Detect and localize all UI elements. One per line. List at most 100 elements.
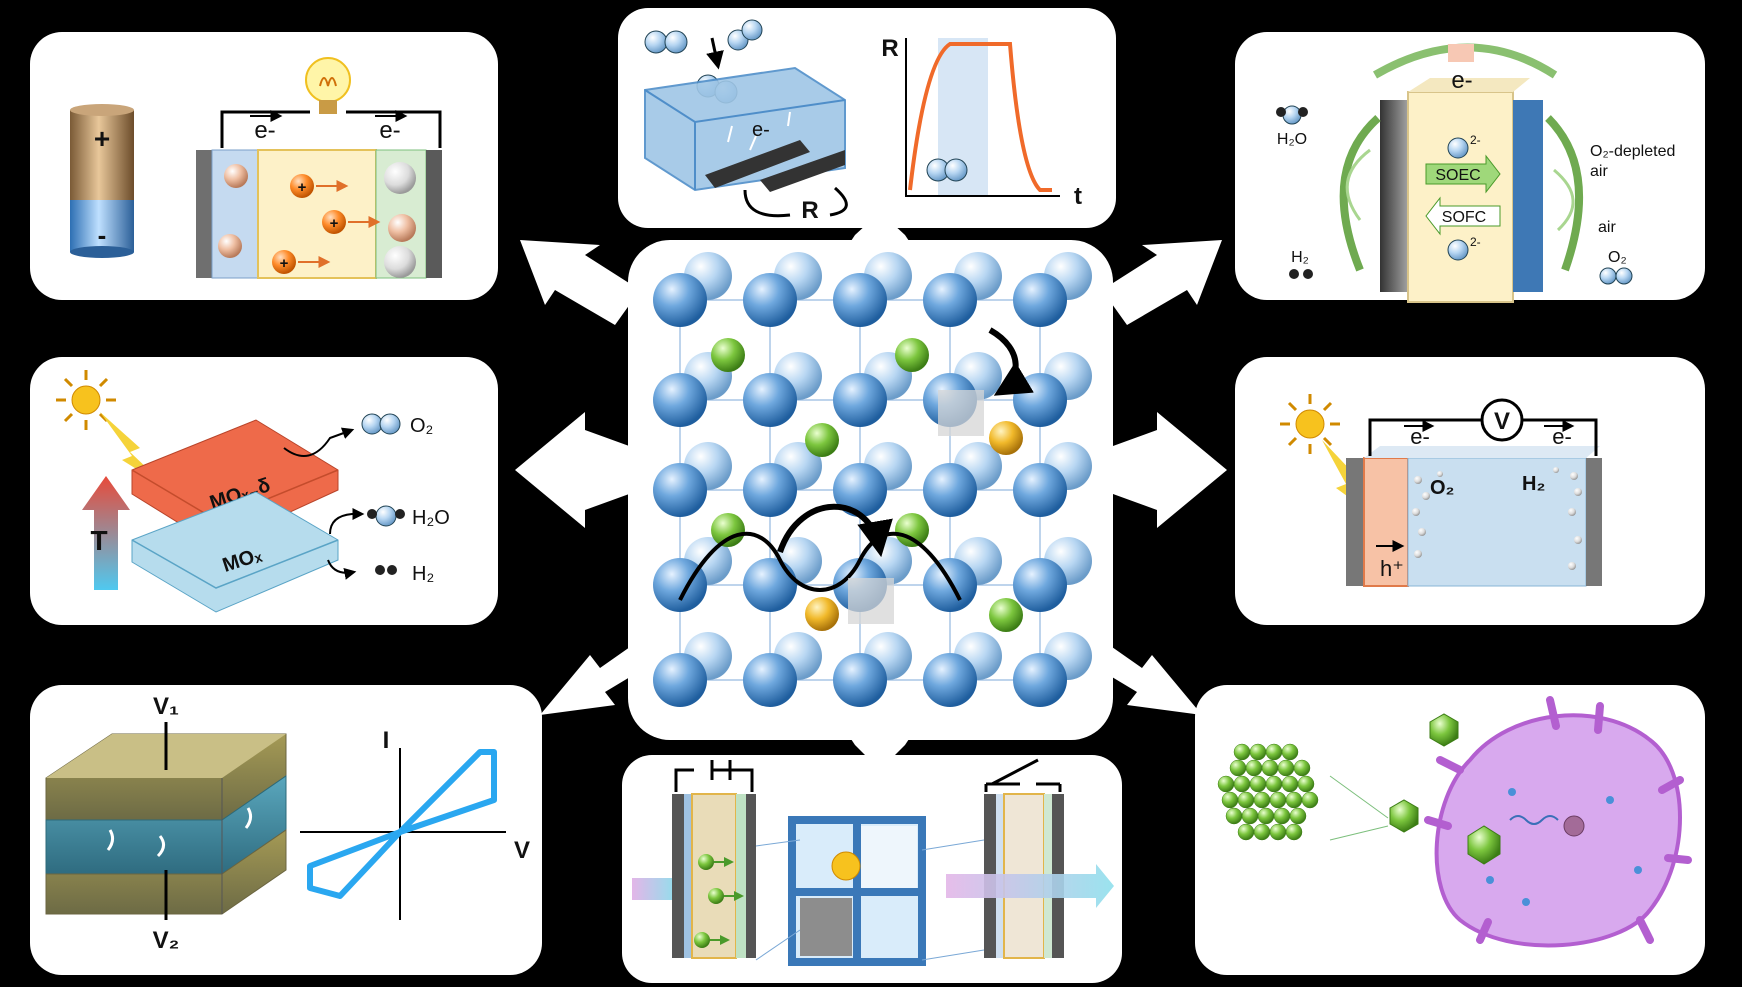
sofc-arrow xyxy=(1425,196,1501,236)
lattice-cation-green xyxy=(711,338,745,372)
nanoparticle xyxy=(1221,791,1239,809)
fc-electron-label: e- xyxy=(1451,67,1472,94)
lattice-anion-front xyxy=(653,373,707,427)
arrow-to-memristor xyxy=(540,640,650,715)
r-axis xyxy=(905,38,1060,197)
nanoparticle-entering xyxy=(1429,713,1459,747)
lattice-anion-front xyxy=(653,463,707,517)
nanoparticle xyxy=(1225,807,1243,825)
connector-arrows xyxy=(515,212,1227,770)
arrow-to-photo xyxy=(1102,412,1227,528)
nanoparticle xyxy=(1237,823,1255,841)
lattice-anion-front xyxy=(833,653,887,707)
lattice-anion-front xyxy=(833,273,887,327)
battery-minus: - xyxy=(98,220,107,250)
lattice-anion-front xyxy=(743,463,797,517)
lattice-anion-front xyxy=(743,558,797,612)
photo-circuit xyxy=(1368,418,1598,456)
biomedical-panel xyxy=(1217,696,1692,948)
soec-label: SOEC xyxy=(1435,167,1480,184)
sun-icon xyxy=(56,370,116,430)
nanoparticle xyxy=(1261,759,1279,777)
perovskite-lattice xyxy=(653,252,1092,707)
nanoparticle-cluster xyxy=(1217,743,1319,841)
lattice-anion-front xyxy=(653,653,707,707)
ec-electrolyte xyxy=(691,793,737,959)
nanoparticle xyxy=(1281,775,1299,793)
response-curve xyxy=(908,42,1052,192)
photoelectrochemical-panel: V e- e- O₂ H₂ h⁺ xyxy=(1280,394,1602,587)
nanoparticle xyxy=(1297,775,1315,793)
thermo-h2o-label: H₂O xyxy=(412,507,450,529)
lattice-cation-green xyxy=(989,598,1023,632)
oxide-layer xyxy=(131,491,339,613)
sensor-circuit xyxy=(743,186,848,218)
lightning-icon xyxy=(100,412,170,490)
nanoparticle xyxy=(1257,807,1275,825)
voltmeter-icon xyxy=(1480,398,1524,442)
svg-text:2-: 2- xyxy=(1470,235,1481,249)
oxygen-vacancy-2 xyxy=(848,578,894,624)
lattice-cation-green xyxy=(895,338,929,372)
lattice-anion-front xyxy=(653,558,707,612)
fc-depleted-label-2: air xyxy=(1590,163,1608,180)
battery-plus: + xyxy=(94,123,110,154)
lattice-cation-gold xyxy=(989,421,1023,455)
light-beam-out xyxy=(946,864,1114,908)
nanoparticle xyxy=(1237,791,1255,809)
energy-barrier-curve xyxy=(678,531,962,601)
lattice-anion-front xyxy=(833,373,887,427)
sensor-electron: e- xyxy=(752,119,770,141)
nanoparticle xyxy=(1281,743,1299,761)
fc-air-label: air xyxy=(1598,219,1616,236)
svg-text:+: + xyxy=(298,179,307,196)
photo-h2-label: H₂ xyxy=(1522,473,1545,495)
light-beam-in xyxy=(632,878,678,900)
thermo-o2-label: O₂ xyxy=(410,415,433,437)
lattice-cation-green xyxy=(711,513,745,547)
nanoparticle-hexagon xyxy=(1389,799,1419,833)
reduced-oxide-layer xyxy=(131,419,339,547)
hop-arrow xyxy=(777,503,893,558)
lattice-anion-front xyxy=(1013,463,1067,517)
lattice-anion-front xyxy=(923,273,977,327)
svg-text:2-: 2- xyxy=(1470,133,1481,147)
thermo-h2-label: H₂ xyxy=(412,563,434,585)
battery-electron-1: e- xyxy=(254,117,275,144)
fc-depleted-label-1: O₂-depleted xyxy=(1590,143,1675,160)
gas-bubbles xyxy=(1412,467,1582,570)
memristor-panel: V₁ V₂ I V xyxy=(45,693,530,954)
nanoparticle xyxy=(1249,775,1267,793)
nanoparticle xyxy=(1273,807,1291,825)
sofc-label: SOFC xyxy=(1442,209,1486,226)
lattice-anion-front xyxy=(923,653,977,707)
nanoparticle xyxy=(1245,759,1263,777)
lightning-icon-2 xyxy=(1322,440,1380,520)
arrow-to-thermo xyxy=(515,412,640,528)
lattice-anion-front xyxy=(743,653,797,707)
lattice-cation-green xyxy=(895,513,929,547)
lattice-cation-gold xyxy=(805,597,839,631)
sensor-resistance-label: R xyxy=(801,197,818,224)
svg-text:+: + xyxy=(280,255,289,272)
vacancy-arrow xyxy=(988,327,1034,396)
hole-label: h⁺ xyxy=(1380,556,1404,581)
r-axis-label: R xyxy=(881,35,898,62)
nanoparticle-inside xyxy=(1467,825,1501,865)
oxygen-vacancy-1 xyxy=(938,390,984,436)
cell-body xyxy=(1434,713,1682,948)
photo-electron-1: e- xyxy=(1410,424,1430,449)
electrochromic-window-panel xyxy=(632,758,1114,966)
nanoparticle xyxy=(1265,743,1283,761)
lattice-anion-front xyxy=(1013,273,1067,327)
nanoparticle xyxy=(1301,791,1319,809)
lattice-cation-green xyxy=(805,423,839,457)
light-bulb-icon xyxy=(305,57,351,114)
lattice-anion-front xyxy=(1013,373,1067,427)
nanoparticle xyxy=(1253,791,1271,809)
v1-label: V₁ xyxy=(153,693,179,720)
arrow-to-battery xyxy=(520,240,640,325)
battery-cations: + + + xyxy=(272,174,381,274)
fuelcell-panel: e- 2- SOEC SOFC 2- H₂O H₂ O₂-depleted ai… xyxy=(1276,43,1675,303)
photo-electrolyte xyxy=(1407,457,1587,587)
